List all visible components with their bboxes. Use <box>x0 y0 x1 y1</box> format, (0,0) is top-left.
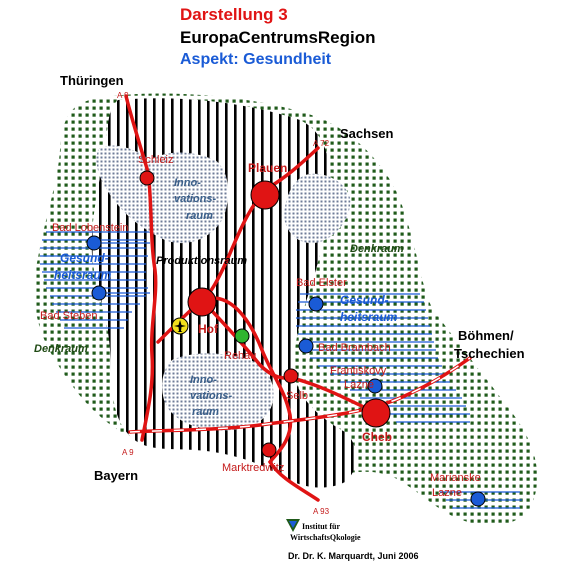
label-road-a93: A 93 <box>313 507 330 516</box>
rehau-marker[interactable] <box>234 328 250 344</box>
airport-icon <box>171 317 189 335</box>
bad-steben-marker[interactable] <box>91 285 107 301</box>
plauen-marker[interactable] <box>250 180 280 210</box>
innovationsraum-south-area <box>162 353 274 431</box>
label-innovationsraum-south-line-3: raum <box>192 406 219 418</box>
institute-logo <box>286 519 300 532</box>
label-plauen: Plauen <box>248 161 287 175</box>
label-road-a72: A 72 <box>313 139 330 148</box>
label-innovationsraum-north-line-2: vations- <box>174 193 217 205</box>
label-gesundheitsraum-west-line-1: Gesund- <box>60 251 109 265</box>
marktredwitz-marker[interactable] <box>261 442 277 458</box>
institute-name-line-1: Institut für <box>302 522 340 531</box>
schleiz-marker[interactable] <box>139 170 155 186</box>
region-sachsen: Sachsen <box>340 126 394 141</box>
label-bad-brambach: Bad Brambach <box>318 342 391 354</box>
marianske-lazne-marker[interactable] <box>470 491 486 507</box>
label-road-a9-north: A 9 <box>117 91 129 100</box>
road-east-west <box>128 356 472 434</box>
label-innovationsraum-south-line-1: Inno- <box>190 374 217 386</box>
label-gesundheitsraum-west-line-2: heitsraum <box>54 268 112 282</box>
bad-brambach-marker[interactable] <box>298 338 314 354</box>
cheb-marker[interactable] <box>361 398 391 428</box>
label-selb: Selb <box>286 390 308 402</box>
road-a93 <box>200 296 320 502</box>
label-bad-elster: Bad Elster <box>296 277 347 289</box>
label-produktionsraum: Produktionsraum <box>156 255 247 267</box>
title-line-1: Darstellung 3 <box>180 5 288 24</box>
label-denkraum-west: Denkraum <box>34 343 88 355</box>
innovationsraum-north-area <box>96 145 229 244</box>
author-credit: Dr. Dr. K. Marquardt, Juni 2006 <box>288 551 419 561</box>
road-a9 <box>124 94 158 442</box>
region-bayern: Bayern <box>94 468 138 483</box>
label-gesundheitsraum-east-line-2: heitsraum <box>340 310 398 324</box>
label-hof: Hof <box>198 322 219 336</box>
label-gesundheitsraum-east-line-1: Gesund- <box>340 293 389 307</box>
road-a72 <box>200 146 320 302</box>
frantiskovy-lazne-marker[interactable] <box>367 378 383 394</box>
region-boehmen-line-2: Tschechien <box>454 346 525 361</box>
label-bad-lobenstein: Bad Lobenstein <box>52 222 128 234</box>
bad-lobenstein-marker[interactable] <box>86 235 102 251</box>
selb-marker[interactable] <box>283 368 299 384</box>
label-road-a9-south: A 9 <box>122 448 134 457</box>
label-rehau: Rehau <box>224 350 256 362</box>
title-line-3: Aspekt: Gesundheit <box>180 51 332 68</box>
institute-name-line-2: WirtschaftsQkologie <box>290 533 361 542</box>
label-denkraum-east: Denkraum <box>350 243 404 255</box>
region-thueringen: Thüringen <box>60 73 124 88</box>
label-marianske-line-1: Marianske <box>430 472 481 484</box>
label-innovationsraum-north-line-1: Inno- <box>174 177 201 189</box>
label-bad-steben: Bad Steben <box>40 310 98 322</box>
hof-marker[interactable] <box>187 287 217 317</box>
label-frantiskovy-line-2: Lazne <box>344 379 374 391</box>
label-innovationsraum-south-line-2: vations- <box>190 390 233 402</box>
label-innovationsraum-north-line-3: raum <box>186 210 213 222</box>
innovationsraum-sachsen-area <box>284 173 351 244</box>
region-boehmen-line-1: Böhmen/ <box>458 328 514 343</box>
bad-elster-marker[interactable] <box>308 296 324 312</box>
label-cheb: Cheb <box>362 430 392 444</box>
label-schleiz: Schleiz <box>138 154 173 166</box>
label-marianske-line-2: Lazne <box>432 487 462 499</box>
label-frantiskovy-line-1: Frantiskovy <box>330 365 387 377</box>
title-line-2: EuropaCentrumsRegion <box>180 28 376 47</box>
label-marktredwitz: Marktredwitz <box>222 462 284 474</box>
